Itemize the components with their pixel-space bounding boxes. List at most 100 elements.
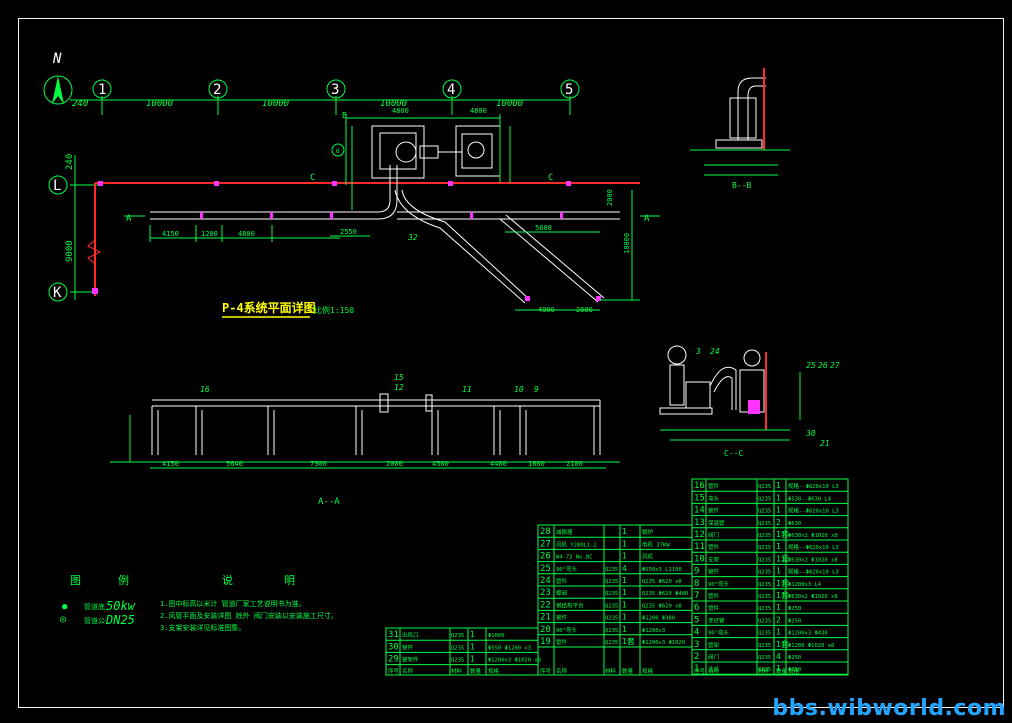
table-header-cell: 数量 — [622, 667, 634, 675]
axis-5: 5 — [565, 82, 573, 98]
sec-dim-2: 5640 — [226, 460, 243, 468]
table-cell-spec: Φ1200x3 Φ430 — [788, 631, 828, 637]
sec-dim-6: 4400 — [490, 460, 507, 468]
plan-sec-a-left: A — [126, 214, 132, 224]
table-cell-material: Q235 — [605, 567, 618, 573]
legend-title-2: 例 — [118, 573, 129, 587]
table-header-cell: 序号 — [694, 667, 706, 675]
plan-dim-3: 4800 — [238, 230, 255, 238]
table-cell-no: 24 — [540, 576, 551, 586]
table-cell-spec: Φ630x2 Φ1020 x8 — [788, 557, 838, 563]
plan-sec-c-left: C — [310, 173, 315, 183]
axis-3: 3 — [331, 82, 339, 98]
table-cell-material: Q235 — [451, 633, 464, 639]
plan-dim-4: 2550 — [340, 228, 357, 236]
table-cell-qty: 1 — [776, 481, 781, 490]
grid-dim-240: 240 — [72, 99, 88, 109]
callout-32: 32 — [407, 233, 418, 242]
plan-sec-b: B — [342, 111, 347, 120]
table-cell-spec: 电机 37KW — [642, 540, 670, 548]
table-header-cell: 材料 — [605, 667, 617, 675]
table-header-row: 序号名称材料数量规格序号名称材料数量规格序号名称材料数量规格 — [388, 667, 800, 675]
table-cell-material: Q235 — [758, 484, 771, 490]
table-cell-no: 25 — [540, 564, 551, 574]
sec-dim-3: 7900 — [310, 460, 327, 468]
table-cell-no: 5 — [694, 615, 699, 625]
legend-title-4: 明 — [284, 574, 295, 587]
table-cell-qty: 4 — [622, 564, 627, 573]
table-cell-material: Q235 — [758, 643, 771, 649]
plan-dim-9: 4900 — [538, 306, 555, 314]
table-cell-no: 28 — [540, 527, 551, 537]
table-header-cell: 规格 — [788, 667, 800, 675]
plan-ducts — [150, 165, 620, 304]
legend-title-1: 图 — [70, 574, 81, 587]
table-cell-name: 弯头 — [708, 494, 720, 502]
table-cell-no: 2 — [694, 652, 699, 662]
plan-dim-10: 2000 — [606, 189, 614, 206]
grid-dim-b: 10000 — [262, 99, 289, 109]
table-cell-spec: Φ1200 Φ380 — [642, 616, 675, 622]
table-cell-no: 14 — [694, 506, 705, 516]
table-cell-name: 90°弯头 — [708, 580, 729, 588]
table-header-cell: 材料 — [758, 667, 770, 675]
callout-30: 30 — [805, 429, 816, 438]
sec-dim-4: 2000 — [386, 460, 403, 468]
table-cell-qty: 1 — [622, 539, 627, 548]
section-bb-title: B--B — [732, 181, 751, 190]
section-bb-drawing — [715, 68, 766, 150]
plan-duct-joints — [200, 212, 601, 301]
table-cell-qty: 1 — [622, 588, 627, 597]
plan-dim-6: 4800 — [470, 107, 487, 115]
table-cell-no: 10 — [694, 554, 705, 564]
table-header-cell: 序号 — [388, 667, 400, 675]
table-cell-no: 20 — [540, 625, 551, 635]
table-cell-qty: 1 — [776, 493, 781, 502]
table-cell-material: Q235 — [758, 557, 771, 563]
table-cell-name: 管件 — [708, 592, 720, 600]
grid-dim-a: 10000 — [146, 99, 173, 109]
table-cell-name: 蝶阀 — [556, 589, 567, 597]
section-cc-title: C--C — [724, 449, 743, 458]
table-cell-spec: 规格--Φ820x10 L3 — [788, 568, 839, 576]
table-cell-name: 90°弯头 — [556, 626, 577, 634]
table-cell-qty: 1 — [622, 613, 627, 622]
callout-12: 12 — [394, 383, 404, 392]
table-header-cell: 数量 — [776, 667, 788, 675]
table-cell-material: Q235 — [758, 582, 771, 588]
table-cell-no: 11 — [694, 542, 705, 552]
table-cell-qty: 1 — [776, 628, 781, 637]
table-cell-material: Q235 — [758, 618, 771, 624]
table-cell-name: 管件 — [556, 638, 568, 646]
plan-dim-8: 2600 — [576, 306, 593, 314]
table-cell-name: 减振器 — [556, 528, 573, 536]
table-cell-material: Q235 — [758, 594, 771, 600]
row-axis-l: L — [53, 178, 61, 194]
table-cell-qty: 1 — [622, 600, 627, 609]
table-cell-material: Q235 — [451, 658, 464, 664]
legend-name-2: 管道公 — [84, 616, 105, 625]
plan-scale: 比例1:150 — [314, 305, 354, 315]
row-dim-240: 240 — [65, 154, 75, 170]
table-cell-name: 管件 — [556, 577, 568, 585]
table-cell-material: Q235 — [605, 579, 618, 585]
table-cell-material: Q235 — [605, 628, 618, 634]
table-cell-no: 22 — [540, 600, 551, 610]
row-dim-9000: 9000 — [65, 240, 75, 262]
table-cell-spec: Q235 Φ620 x8 — [642, 579, 682, 585]
fan-room-dims — [345, 114, 511, 210]
callout-26: 25 — [806, 361, 816, 370]
table-cell-no: 16 — [694, 481, 705, 491]
table-header-cell: 名称 — [402, 667, 414, 675]
table-cell-name: 变径管 — [708, 616, 725, 624]
table-cell-spec: Φ1200x3 Φ1020 — [642, 640, 685, 646]
table-cell-material: Q235 — [758, 606, 771, 612]
table-cell-spec: Φ1000 — [488, 633, 505, 639]
table-header-cell: 材料 — [451, 667, 463, 675]
table-cell-name: 钢结构平台 — [556, 601, 584, 609]
material-table-lines — [385, 478, 849, 676]
table-cell-spec: 规格--Φ820x10 L3 — [788, 507, 839, 515]
